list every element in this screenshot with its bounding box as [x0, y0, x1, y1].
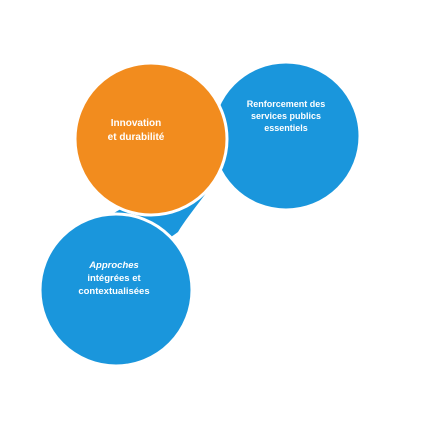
node-approches-bubble [38, 212, 194, 368]
node-renforcement-line-1: Renforcement des [246, 99, 326, 109]
node-renforcement-bubble [210, 60, 362, 212]
node-innovation-label: Innovation et durabilité [80, 117, 192, 144]
node-approches-line-3: contextualisées [78, 285, 150, 297]
node-approches-line-2: intégrées et [87, 272, 141, 284]
node-renforcement-line-3: essentiels [264, 123, 308, 134]
node-innovation-line-1: Innovation [110, 118, 162, 129]
node-innovation-line-2: et durabilité [107, 131, 165, 143]
node-approches-label: Approches intégrées et contextualisées [58, 260, 170, 298]
node-innovation-bubble [73, 61, 229, 217]
node-renforcement-line-2: services publics [250, 111, 322, 122]
node-approches-line-1: Approches [89, 260, 139, 271]
node-renforcement-label: Renforcement des services publics essent… [228, 98, 344, 134]
